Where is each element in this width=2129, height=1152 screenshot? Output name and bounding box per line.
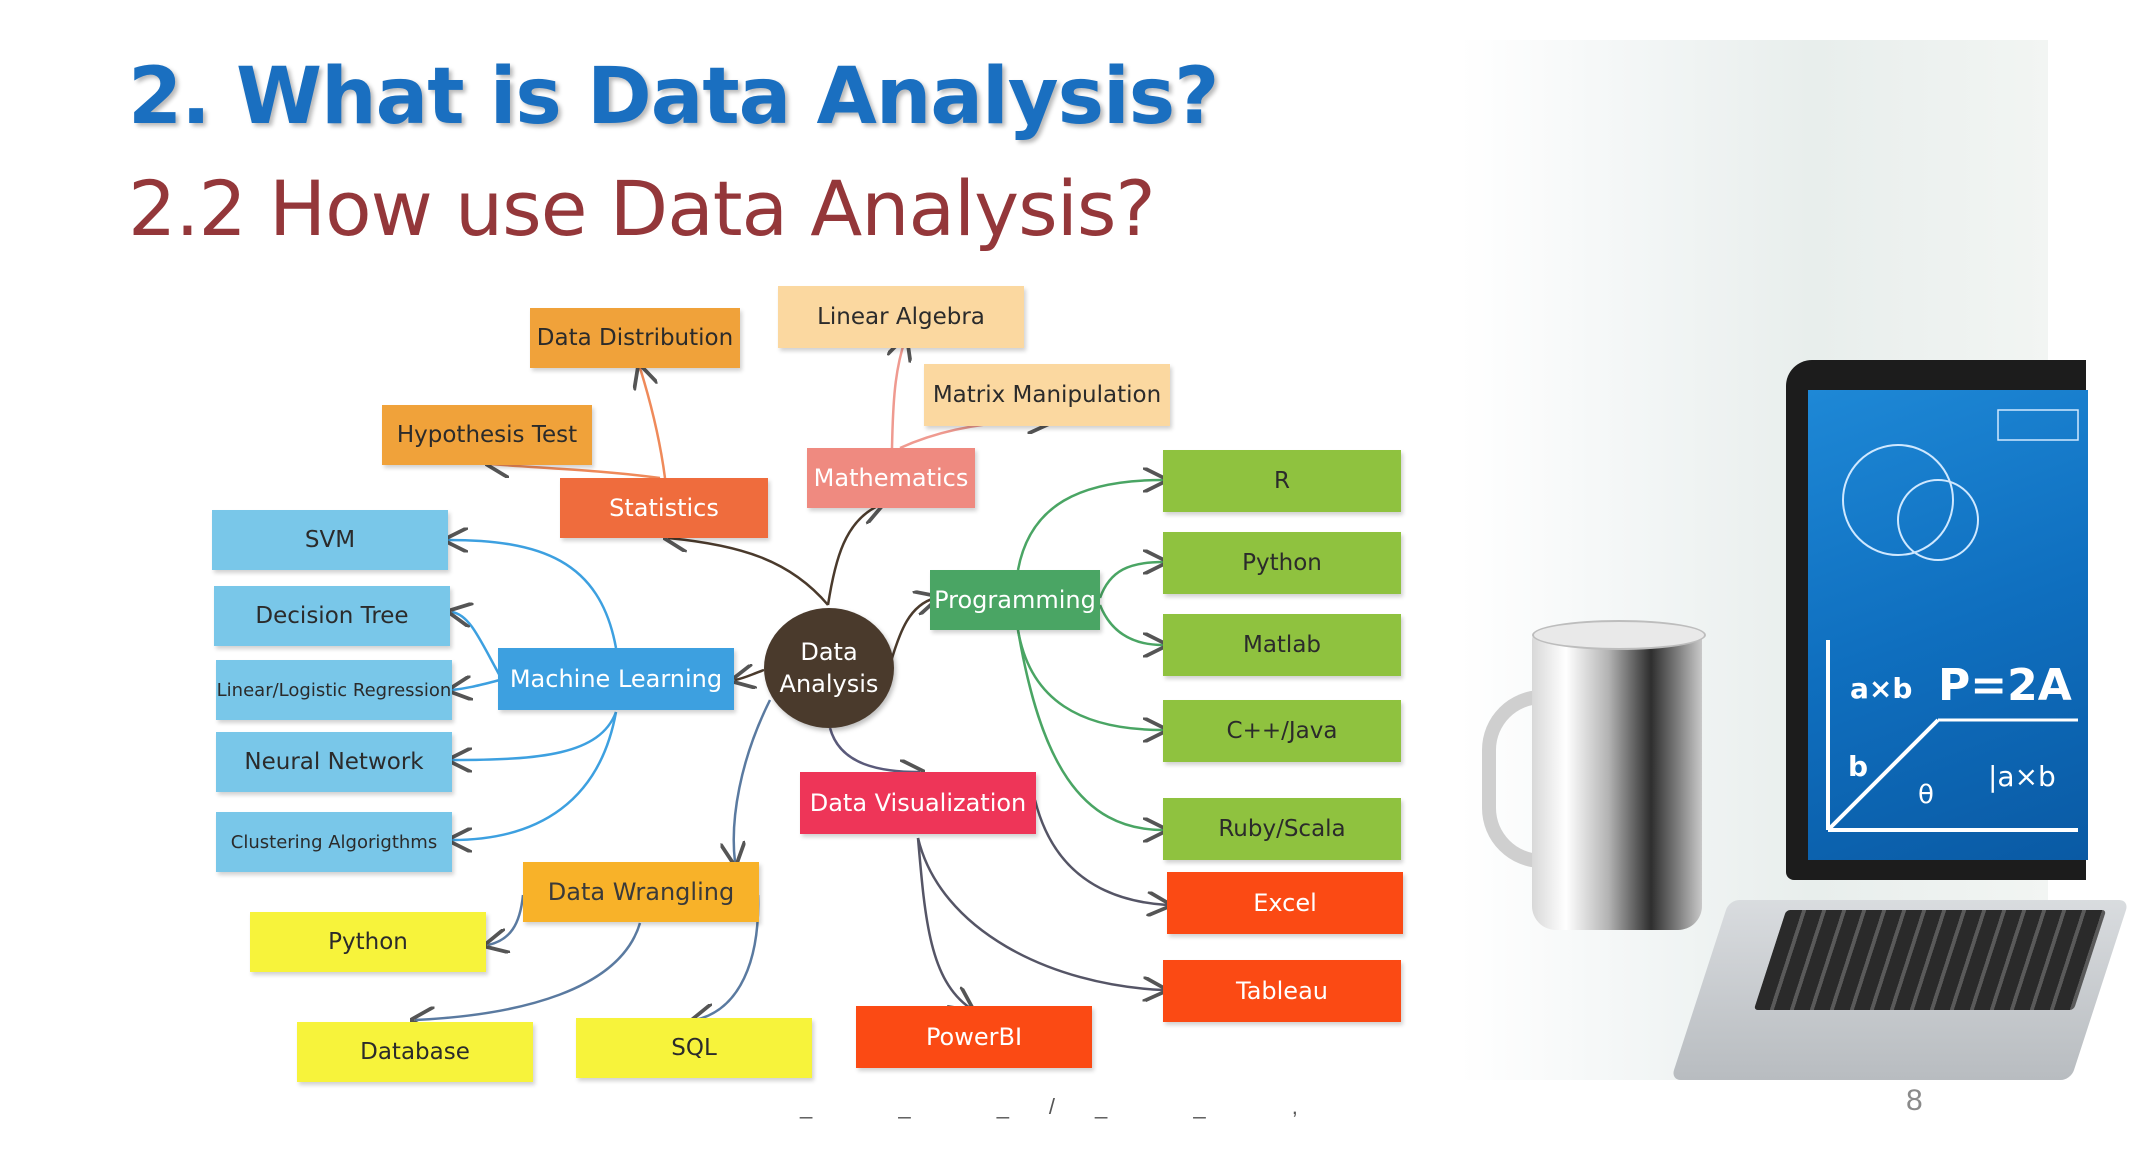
node-programming: Programming: [930, 570, 1100, 630]
formula-small: a×b: [1850, 672, 1913, 705]
edge-svm: [448, 540, 618, 649]
formula-b: b: [1848, 750, 1869, 783]
node-python-wrangling: Python: [250, 912, 486, 972]
edge-hypothesis-test: [490, 464, 661, 480]
edge-matlab: [1098, 604, 1163, 645]
laptop-photo: P=2A a×b b θ |a×b: [1460, 40, 2129, 1080]
edge-ruby-scala: [1016, 629, 1163, 830]
node-ruby-scala: Ruby/Scala: [1163, 798, 1401, 860]
node-cpp-java: C++/Java: [1163, 700, 1401, 762]
node-matrix-manipulation: Matrix Manipulation: [924, 364, 1170, 426]
node-data-visualization: Data Visualization: [800, 772, 1036, 834]
center-label-line2: Analysis: [779, 670, 879, 698]
edge-decision-tree: [452, 612, 502, 677]
edge-excel: [1033, 799, 1167, 905]
node-linear-logistic-regression: Linear/Logistic Regression: [216, 660, 452, 720]
center-node-data-analysis: Data Analysis: [764, 608, 894, 728]
edge-data-distribution: [640, 368, 667, 479]
edge-cpp-java: [1016, 629, 1163, 730]
mug: [1532, 630, 1702, 930]
edge-database: [415, 922, 642, 1020]
edge-programming: [888, 598, 935, 666]
node-r: R: [1163, 450, 1401, 512]
node-mathematics: Mathematics: [807, 448, 975, 508]
laptop-screen: P=2A a×b b θ |a×b: [1808, 390, 2088, 860]
slide-subtitle: 2.2 How use Data Analysis?: [128, 164, 1156, 253]
formula-main: P=2A: [1938, 660, 2072, 711]
node-svm: SVM: [212, 510, 448, 570]
edge-linear-logistic: [452, 680, 501, 690]
edge-data-visualization: [828, 727, 920, 772]
edge-neural-network: [452, 711, 618, 760]
node-linear-algebra: Linear Algebra: [778, 286, 1024, 348]
node-powerbi: PowerBI: [856, 1006, 1092, 1068]
node-tableau: Tableau: [1163, 960, 1401, 1022]
edge-python-wrangling: [488, 894, 525, 945]
footer-marks: _ _ _/_ _ ,: [800, 1094, 1338, 1119]
edge-mathematics: [826, 505, 880, 606]
mug-rim: [1532, 620, 1706, 650]
node-sql: SQL: [576, 1018, 812, 1078]
edge-clustering: [452, 711, 618, 840]
edge-powerbi: [916, 837, 970, 1008]
edge-r: [1016, 480, 1163, 571]
node-statistics: Statistics: [560, 478, 768, 538]
node-clustering-algorithms: Clustering Algorigthms: [216, 812, 452, 872]
edge-machine-learning: [735, 670, 765, 680]
formula-theta: θ: [1918, 780, 1934, 810]
node-database: Database: [297, 1022, 533, 1082]
node-neural-network: Neural Network: [216, 732, 452, 792]
mindmap-connectors: [0, 0, 2048, 1152]
edge-python-prog: [1098, 562, 1163, 599]
node-hypothesis-test: Hypothesis Test: [382, 405, 592, 465]
node-matlab: Matlab: [1163, 614, 1401, 676]
edge-statistics: [668, 538, 829, 606]
node-excel: Excel: [1167, 872, 1403, 934]
node-machine-learning: Machine Learning: [498, 648, 734, 710]
node-python-programming: Python: [1163, 532, 1401, 594]
screen-drawings: [1826, 409, 2079, 832]
node-data-distribution: Data Distribution: [530, 308, 740, 368]
slide-title: 2. What is Data Analysis?: [128, 52, 1219, 142]
page-number: 8: [1906, 1084, 1923, 1117]
node-decision-tree: Decision Tree: [214, 586, 450, 646]
center-label-line1: Data: [800, 638, 858, 666]
edge-linear-algebra: [892, 340, 905, 449]
edge-tableau: [916, 837, 1163, 990]
formula-abs: |a×b: [1988, 760, 2056, 793]
node-data-wrangling: Data Wrangling: [523, 862, 759, 922]
edge-data-wrangling: [734, 699, 772, 862]
